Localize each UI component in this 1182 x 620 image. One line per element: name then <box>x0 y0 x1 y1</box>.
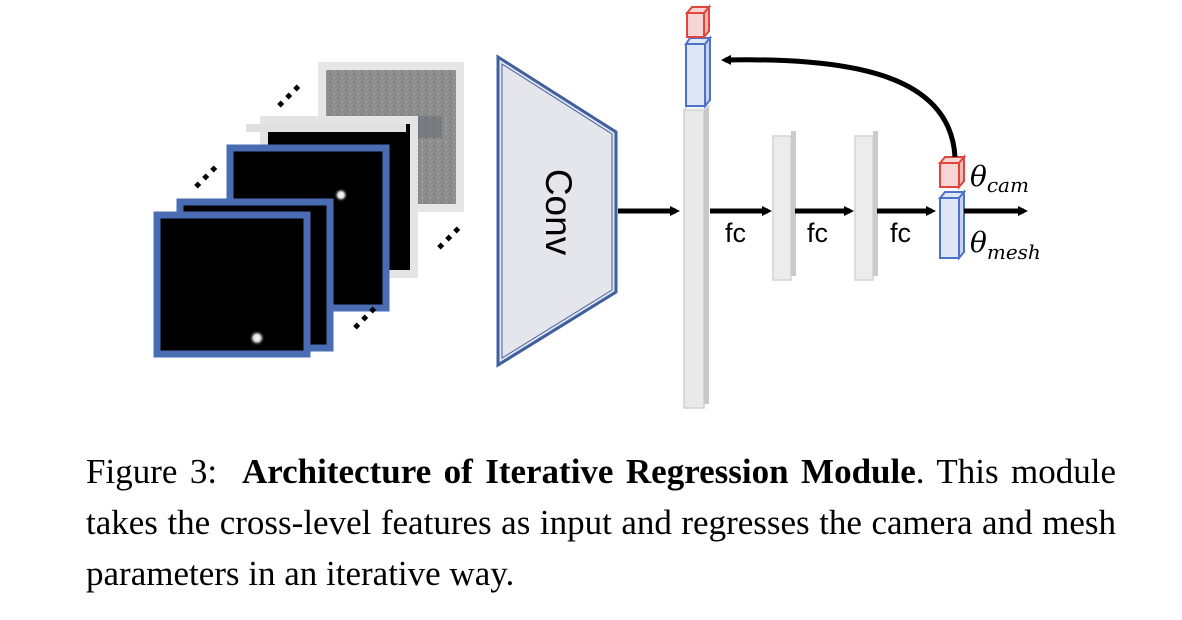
stack-ellipsis-dots <box>194 84 461 330</box>
fc-label-2: fc <box>807 218 828 248</box>
feedback-arrow <box>721 54 958 158</box>
fc-label-3: fc <box>890 218 911 248</box>
caption-body: This module takes the cross-level featur… <box>86 452 1116 593</box>
theta-mesh-label: θmesh <box>970 226 1041 264</box>
theta-mesh-symbol: θ <box>970 226 987 259</box>
conv-block: Conv <box>496 54 618 368</box>
theta-mesh-subscript: mesh <box>987 240 1041 264</box>
caption-title: Architecture of Iterative Regression Mod… <box>241 452 916 491</box>
hidden-layer-1 <box>772 131 796 281</box>
figure-caption: Figure 3: Architecture of Iterative Regr… <box>86 446 1116 599</box>
feature-map-front <box>153 211 311 358</box>
architecture-diagram: Conv fc fc fc <box>153 4 1041 409</box>
feature-cam-cube <box>684 4 712 40</box>
feature-mesh-slot <box>684 35 713 109</box>
feature-vector <box>682 4 713 409</box>
theta-cam-subscript: cam <box>987 173 1029 197</box>
output-mesh-slot <box>937 189 967 261</box>
theta-cam-label: θcam <box>970 160 1029 197</box>
caption-title-end: . <box>915 452 925 491</box>
hidden-layer-2 <box>854 131 878 281</box>
theta-cam-symbol: θ <box>970 160 987 193</box>
output-cam-cube <box>937 154 967 190</box>
fc-label-1: fc <box>725 218 746 248</box>
input-feature-stack <box>153 62 464 358</box>
conv-label: Conv <box>538 169 579 256</box>
caption-prefix: Figure 3: <box>86 452 218 491</box>
